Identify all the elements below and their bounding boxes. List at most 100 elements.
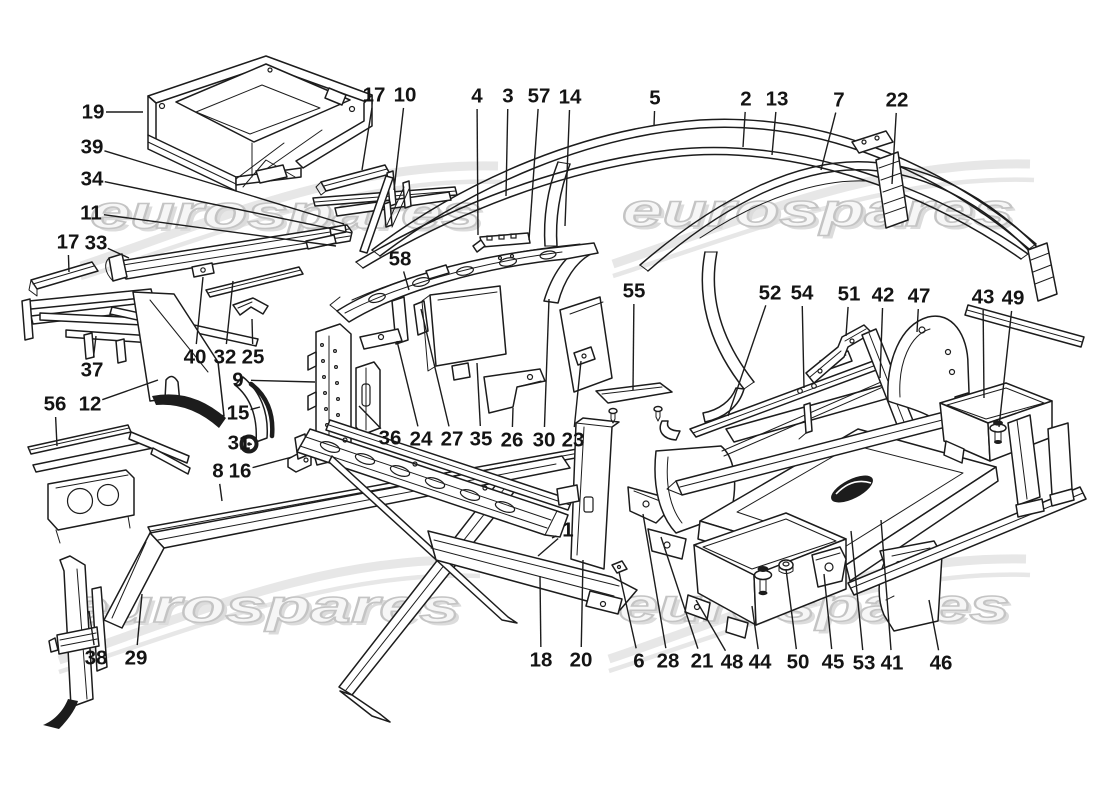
part-label-7: 7 — [833, 89, 844, 112]
part-label-6: 6 — [633, 650, 644, 673]
part-label-11: 11 — [80, 202, 102, 225]
leader-line-33 — [107, 247, 130, 259]
bracket-21 — [647, 528, 687, 560]
leader-line-39 — [104, 150, 345, 225]
elbow-clip — [659, 420, 681, 441]
seal-crescent — [152, 394, 226, 428]
leader-line-23 — [573, 360, 582, 428]
leader-line-1 — [537, 537, 559, 557]
part-label-13: 13 — [766, 88, 789, 111]
part-label-39: 39 — [81, 136, 104, 159]
knob-49 — [989, 420, 1007, 444]
bracket-45 — [811, 546, 847, 588]
part-label-56: 56 — [44, 393, 67, 416]
leader-line-11 — [103, 214, 337, 247]
part-label-5: 5 — [649, 87, 660, 110]
part-label-32: 32 — [214, 346, 237, 369]
leader-line-8 — [219, 483, 223, 502]
part-label-43: 43 — [972, 286, 995, 309]
part-label-36: 36 — [379, 427, 402, 450]
part-label-28: 28 — [657, 650, 680, 673]
leader-line-53 — [850, 530, 864, 651]
part-label-58: 58 — [389, 248, 412, 271]
quarter-panel-12 — [132, 291, 226, 428]
part-label-15: 15 — [227, 402, 250, 425]
part-label-26: 26 — [501, 429, 524, 452]
part-label-10: 10 — [394, 84, 417, 107]
leader-line-55 — [632, 303, 635, 391]
front-frame-19 — [147, 55, 373, 192]
leader-line-34 — [104, 180, 353, 234]
part-label-47: 47 — [908, 285, 931, 308]
leader-line-43 — [982, 309, 985, 399]
leader-line-58 — [402, 271, 410, 291]
cradle-56 — [27, 424, 191, 544]
part-label-34: 34 — [81, 168, 104, 191]
floor-sill-panels — [296, 419, 638, 624]
leader-line-20 — [580, 559, 584, 648]
leader-line-27 — [420, 308, 450, 427]
shaded-gusset-right — [1027, 242, 1058, 302]
knob-44 — [753, 566, 773, 596]
part-label-50: 50 — [787, 651, 810, 674]
b-pillar-band — [701, 251, 755, 423]
leader-line-4 — [476, 108, 479, 236]
part-label-31: 31 — [228, 432, 251, 455]
targa-top-rails — [312, 164, 531, 254]
leader-line-48 — [695, 599, 727, 652]
part-label-8: 8 — [212, 460, 223, 483]
grommet-50 — [778, 559, 794, 574]
leader-line-50 — [785, 568, 798, 650]
cowl-header-58 — [329, 242, 599, 350]
leader-line-52 — [727, 305, 767, 417]
leader-line-22 — [891, 112, 897, 185]
part-label-29: 29 — [125, 647, 148, 670]
leader-line-28 — [642, 513, 667, 649]
bracket-26 — [483, 368, 546, 414]
part-label-19: 19 — [82, 101, 105, 124]
leader-line-30 — [543, 298, 550, 428]
part-label-25: 25 — [242, 346, 265, 369]
part-label-12: 12 — [79, 393, 102, 416]
leader-line-17 — [361, 107, 373, 171]
leader-line-54 — [801, 305, 805, 389]
leader-line-42 — [879, 307, 884, 379]
part-label-45: 45 — [822, 651, 845, 674]
part-label-42: 42 — [872, 284, 895, 307]
part-label-27: 27 — [441, 428, 464, 451]
watermark-text: eurospares — [626, 187, 1018, 239]
leader-line-56 — [54, 416, 58, 447]
part-label-4: 4 — [471, 85, 483, 108]
part-label-38: 38 — [85, 647, 108, 670]
hinge-bracket-57 — [472, 232, 531, 253]
part-label-37: 37 — [81, 359, 104, 382]
leader-line-17 — [67, 254, 70, 273]
part-label-44: 44 — [749, 651, 772, 674]
part-label-40: 40 — [184, 346, 207, 369]
nut-6 — [611, 560, 628, 574]
windscreen-frame — [103, 444, 604, 723]
leader-line-2 — [742, 111, 746, 148]
part-label-41: 41 — [881, 652, 904, 675]
leader-line-14 — [564, 109, 571, 227]
watermark-swoosh — [58, 573, 481, 675]
part-label-21: 21 — [691, 650, 714, 673]
part-label-49: 49 — [1002, 287, 1025, 310]
part-label-33: 33 — [85, 232, 108, 255]
watermark-swoosh — [57, 555, 477, 665]
leader-line-15 — [250, 406, 261, 411]
watermark-swoosh — [612, 177, 1035, 279]
part-label-53: 53 — [853, 652, 876, 675]
part-label-48: 48 — [721, 651, 744, 674]
sail-panel-23 — [559, 296, 613, 393]
screw-fasteners — [608, 405, 663, 424]
part-label-14: 14 — [559, 86, 582, 109]
firewall-parts — [234, 285, 613, 473]
part-label-20: 20 — [570, 649, 593, 672]
part-label-18: 18 — [530, 649, 553, 672]
part-label-16: 16 — [229, 460, 252, 483]
leader-line-38 — [88, 610, 95, 646]
shaded-gusset-22 — [875, 151, 909, 229]
